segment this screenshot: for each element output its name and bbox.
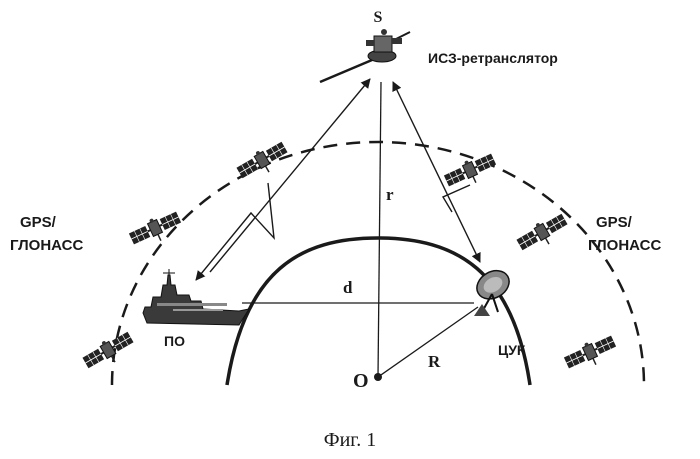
relay-satellite-icon: [320, 29, 410, 82]
gnss-right-label-line2: ГЛОНАСС: [588, 237, 661, 254]
ship-label: ПО: [164, 333, 185, 349]
orbit-radius-line: [378, 82, 381, 377]
gnss-left-label-line1: GPS/: [20, 214, 57, 231]
figure-caption: Фиг. 1: [324, 429, 376, 451]
ship-to-relay-arrow: [210, 79, 370, 272]
gnss-signal-zigzag-right: [443, 185, 470, 212]
center-point: [374, 373, 382, 381]
earth-radius-label: R: [428, 352, 441, 371]
gnss-satellite-icon: [80, 328, 137, 375]
gnss-satellite-icon: [562, 332, 619, 376]
orbit-radius-label: r: [386, 185, 394, 204]
distance-label: d: [343, 278, 353, 297]
gnss-right-label-line1: GPS/: [596, 214, 633, 231]
gnss-left-label-line2: ГЛОНАСС: [10, 237, 83, 254]
gnss-satellite-icon: [514, 210, 571, 257]
center-label: O: [353, 370, 369, 392]
station-label: ЦУК: [498, 342, 526, 358]
gnss-satellite-icon: [127, 208, 184, 252]
ship-icon: [143, 269, 249, 325]
relay-label: ИСЗ-ретранслятор: [428, 50, 558, 66]
gnss-satellite-icon: [234, 138, 291, 185]
satellite-label: S: [374, 9, 383, 26]
